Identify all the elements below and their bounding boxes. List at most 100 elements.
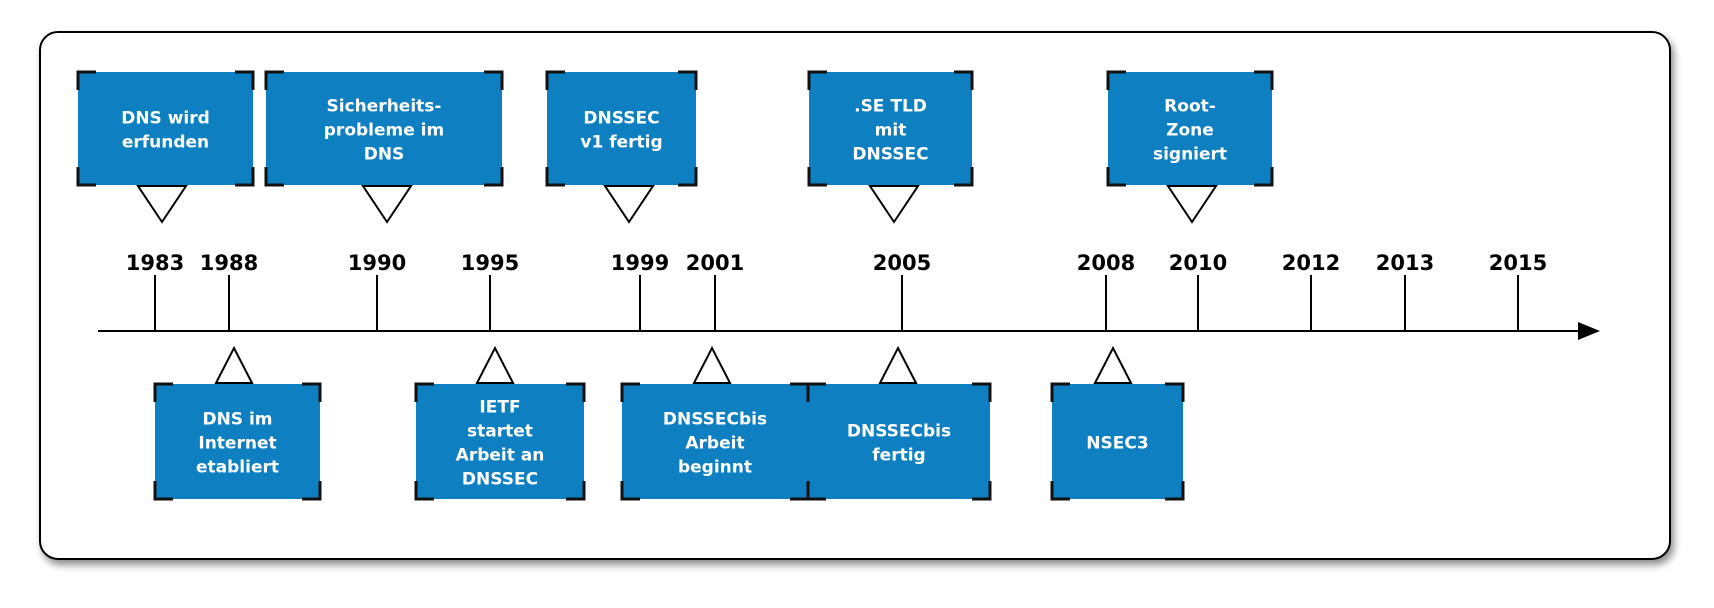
event-top-2010: Root- Zone signiert <box>1106 70 1274 224</box>
event-top-1990-text-line: probleme im <box>324 121 444 141</box>
event-bottom-2001-corner-2 <box>620 481 640 501</box>
event-bottom-1995-text-line: startet <box>467 422 533 442</box>
year-label-1983: 1983 <box>126 251 184 275</box>
event-top-1983-box <box>78 72 253 185</box>
event-bottom-2008: NSEC3 <box>1050 345 1185 501</box>
year-label-1999: 1999 <box>611 251 669 275</box>
event-top-2005-box <box>809 72 972 185</box>
event-top-1983-corner-2 <box>76 167 96 187</box>
event-top-2005-corner-2 <box>807 167 827 187</box>
event-top-1983-text-line: erfunden <box>122 133 209 153</box>
event-bottom-1988-corner-3 <box>302 481 322 501</box>
event-top-1999-corner-0 <box>545 70 565 90</box>
event-top-1983-corner-3 <box>235 167 255 187</box>
event-bottom-2008-text-line: NSEC3 <box>1086 434 1148 454</box>
event-top-1999-text-line: DNSSEC <box>583 109 659 129</box>
event-bottom-1988: DNS im Internet etabliert <box>153 345 322 501</box>
event-top-1999: DNSSEC v1 fertig <box>545 70 698 224</box>
event-top-1983: DNS wird erfunden <box>76 70 255 224</box>
year-label-2001: 2001 <box>686 251 744 275</box>
pointer-up-icon <box>1093 345 1133 384</box>
event-top-2010-text-line: Root- <box>1164 97 1216 117</box>
pointer-down-icon <box>361 185 413 224</box>
year-label-1995: 1995 <box>461 251 519 275</box>
event-top-2005-corner-1 <box>954 70 974 90</box>
event-bottom-1988-corner-2 <box>153 481 173 501</box>
event-bottom-1988-text-line: DNS im <box>202 410 272 430</box>
event-bottom-2005-text-line: fertig <box>872 446 925 466</box>
event-top-1999-box <box>547 72 696 185</box>
event-top-1999-text-line: v1 fertig <box>580 133 662 153</box>
event-bottom-2005: DNSSECbis fertig <box>806 345 992 501</box>
event-bottom-1995-corner-1 <box>566 382 586 402</box>
event-bottom-1988-box <box>155 384 320 499</box>
year-label-2008: 2008 <box>1077 251 1135 275</box>
pointer-down-icon <box>1166 185 1218 224</box>
event-top-1990-box <box>266 72 502 185</box>
pointer-up-icon <box>692 345 732 384</box>
event-top-1999-corner-2 <box>545 167 565 187</box>
event-top-2010-text-line: signiert <box>1153 145 1227 165</box>
event-bottom-1995-text-line: DNSSEC <box>462 470 538 490</box>
event-top-1990-corner-0 <box>264 70 284 90</box>
event-top-1999-corner-3 <box>678 167 698 187</box>
pointer-up-icon <box>475 345 515 384</box>
event-top-2010-corner-0 <box>1106 70 1126 90</box>
axis-arrowhead <box>1578 322 1600 340</box>
event-bottom-2008-corner-0 <box>1050 382 1070 402</box>
event-bottom-2008-box <box>1052 384 1183 499</box>
event-top-2010-corner-2 <box>1106 167 1126 187</box>
year-label-2010: 2010 <box>1169 251 1227 275</box>
pointer-down-icon <box>136 185 188 224</box>
bottom-events: DNS im Internet etabliert IETF startetArbeit… <box>153 345 1185 501</box>
event-top-1990-corner-2 <box>264 167 284 187</box>
event-top-2010-box <box>1108 72 1272 185</box>
event-top-2010-corner-1 <box>1254 70 1274 90</box>
event-top-1983-text-line: DNS wird <box>121 109 210 129</box>
event-top-1983-corner-1 <box>235 70 255 90</box>
event-top-1999-corner-1 <box>678 70 698 90</box>
year-label-2012: 2012 <box>1282 251 1340 275</box>
event-bottom-1995-text-line: Arbeit an <box>456 446 545 466</box>
event-bottom-1988-corner-0 <box>153 382 173 402</box>
event-top-1990-text-line: Sicherheits- <box>327 97 442 117</box>
event-top-1990-corner-1 <box>484 70 504 90</box>
event-bottom-2001-box <box>622 384 808 499</box>
event-bottom-1988-text-line: Internet <box>198 434 276 454</box>
event-bottom-2005-corner-1 <box>972 382 992 402</box>
event-bottom-2008-corner-2 <box>1050 481 1070 501</box>
event-top-2005-text-line: .SE TLD <box>854 97 927 117</box>
event-bottom-2001-text-line: DNSSECbis <box>663 410 767 430</box>
event-top-2005-corner-0 <box>807 70 827 90</box>
event-bottom-1995-corner-0 <box>414 382 434 402</box>
pointer-up-icon <box>214 345 254 384</box>
event-bottom-2001-text-line: Arbeit <box>685 434 744 454</box>
pointer-down-icon <box>868 185 920 224</box>
event-top-2010-text-line: Zone <box>1166 121 1214 141</box>
pointer-down-icon <box>603 185 655 224</box>
event-bottom-2001-corner-0 <box>620 382 640 402</box>
event-bottom-2005-corner-0 <box>806 382 826 402</box>
event-bottom-1988-text-line: etabliert <box>196 458 279 478</box>
year-label-1988: 1988 <box>200 251 258 275</box>
timeline-axis <box>98 322 1600 340</box>
event-bottom-1988-corner-1 <box>302 382 322 402</box>
year-label-2015: 2015 <box>1489 251 1547 275</box>
event-top-1990: Sicherheits-probleme im DNS <box>264 70 504 224</box>
event-top-1990-corner-3 <box>484 167 504 187</box>
event-bottom-2008-corner-3 <box>1165 481 1185 501</box>
event-bottom-2005-corner-2 <box>806 481 826 501</box>
event-bottom-2005-text-line: DNSSECbis <box>847 422 951 442</box>
event-top-2005-text-line: DNSSEC <box>852 145 928 165</box>
event-bottom-1995-text-line: IETF <box>479 398 520 418</box>
event-top-2010-corner-3 <box>1254 167 1274 187</box>
year-ticks <box>154 275 1519 331</box>
event-top-2005-corner-3 <box>954 167 974 187</box>
event-top-1990-text-line: DNS <box>364 145 405 165</box>
event-bottom-1995-corner-2 <box>414 481 434 501</box>
